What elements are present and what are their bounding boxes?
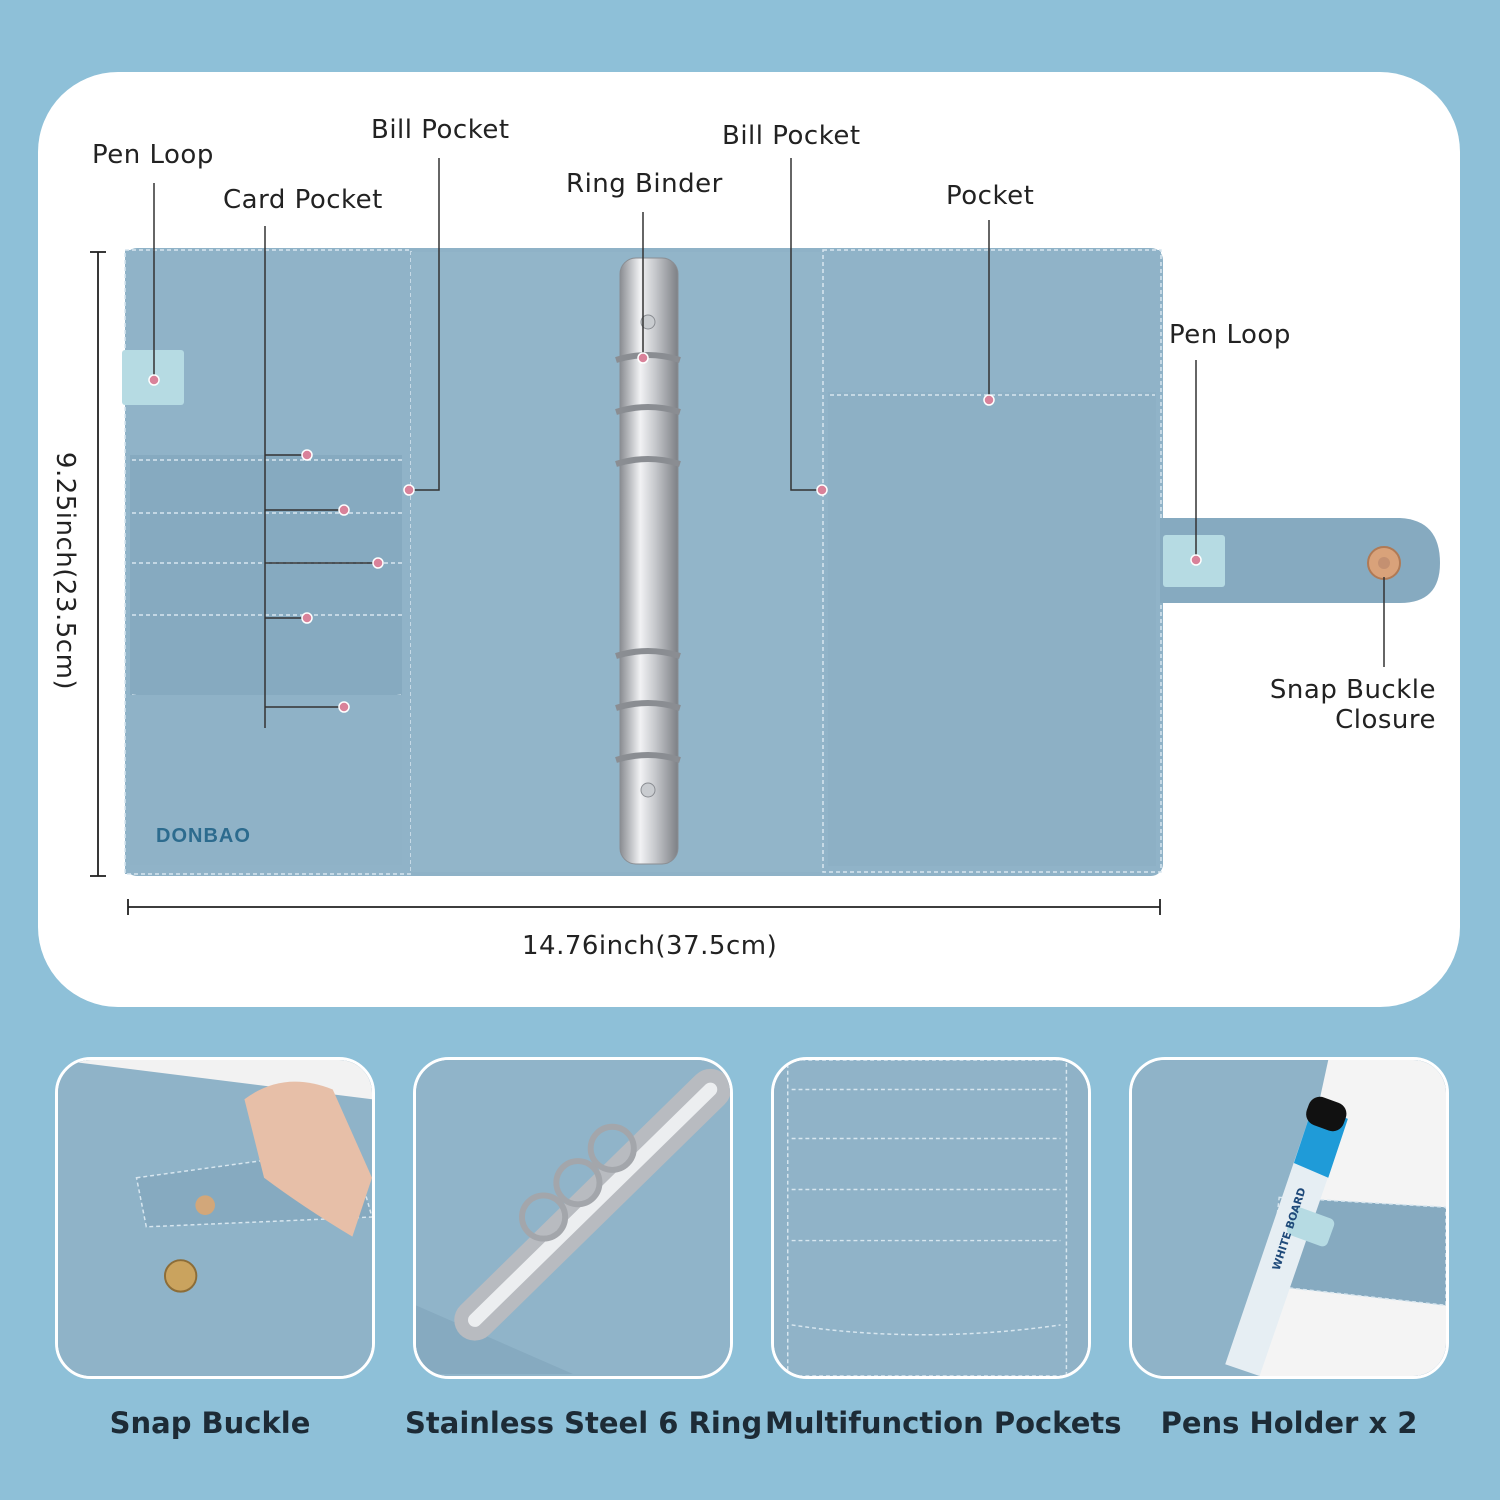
label-ring-binder: Ring Binder — [566, 169, 723, 199]
pockets-photo-icon — [774, 1060, 1088, 1376]
pen-holder-photo-icon: WHITE BOARD — [1132, 1060, 1446, 1376]
ring-binder-bar — [619, 257, 679, 865]
dimension-lines — [90, 251, 1161, 915]
width-dimension-label: 14.76inch(37.5cm) — [522, 931, 778, 961]
thumb-pen-holder: WHITE BOARD — [1129, 1057, 1449, 1379]
caption-ring-binder: Stainless Steel 6 Ring — [405, 1406, 763, 1440]
caption-pen-holder: Pens Holder x 2 — [1160, 1406, 1418, 1440]
label-pen-loop-right: Pen Loop — [1169, 320, 1291, 350]
caption-snap-buckle: Snap Buckle — [109, 1406, 311, 1440]
label-pocket: Pocket — [946, 181, 1035, 211]
snap-buckle-photo-icon — [58, 1060, 372, 1376]
caption-pockets: Multifunction Pockets — [765, 1406, 1122, 1440]
label-snap-buckle: Snap Buckle Closure — [1236, 675, 1436, 735]
height-dimension-label: 9.25inch(23.5cm) — [50, 451, 80, 691]
callout-lines — [153, 158, 1385, 728]
ring-binder-photo-icon — [416, 1060, 730, 1376]
label-snap-buckle-line1: Snap Buckle — [1269, 675, 1436, 705]
label-pen-loop-left: Pen Loop — [92, 140, 214, 170]
binder-diagram: DONBAO — [90, 158, 1440, 915]
label-card-pocket: Card Pocket — [223, 185, 383, 215]
thumb-snap-buckle — [55, 1057, 375, 1379]
label-bill-pocket-right: Bill Pocket — [722, 121, 861, 151]
brand-logo: DONBAO — [156, 825, 251, 847]
binder-open — [122, 248, 1440, 876]
label-bill-pocket-left: Bill Pocket — [371, 115, 510, 145]
callout-markers — [148, 352, 1202, 713]
label-snap-buckle-line2: Closure — [1335, 705, 1436, 735]
thumb-ring-binder — [413, 1057, 733, 1379]
thumb-pockets — [771, 1057, 1091, 1379]
